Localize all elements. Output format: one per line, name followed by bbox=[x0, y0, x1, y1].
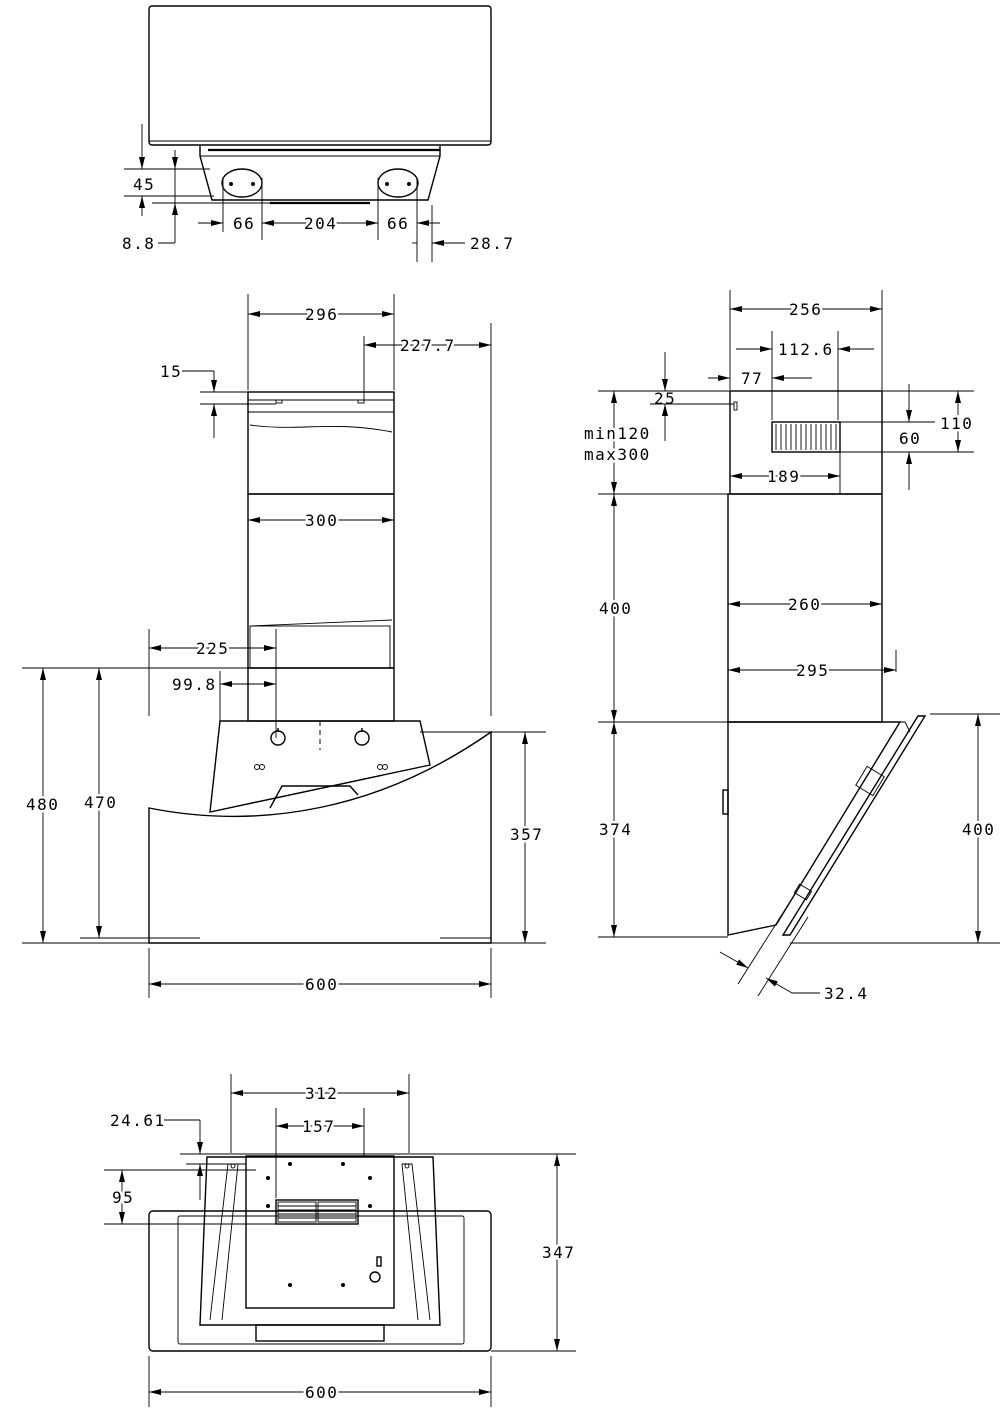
front-glass-panel bbox=[148, 730, 492, 944]
dim-bottom-overall-width: 600 bbox=[305, 1383, 338, 1402]
dim-front-chimney-offset: 227.7 bbox=[400, 336, 456, 355]
dim-front-bracket-height: 15 bbox=[160, 362, 182, 381]
dim-side-vent-height: 60 bbox=[899, 429, 921, 448]
dim-side-chimney-height: 400 bbox=[599, 599, 632, 618]
dim-side-vent-height-total: 110 bbox=[940, 414, 973, 433]
dim-side-top-offset: 25 bbox=[654, 389, 676, 408]
dim-front-overall-height: 480 bbox=[26, 795, 59, 814]
dim-top-side-offset: 28.7 bbox=[470, 234, 515, 253]
bottom-glass-panel bbox=[148, 1210, 492, 1352]
side-glass-panel bbox=[781, 715, 927, 936]
front-hood-body bbox=[209, 720, 431, 813]
side-view: 256 112.6 77 25 min120 max300 110 60 189… bbox=[582, 290, 1000, 1003]
front-upper-chimney bbox=[247, 391, 395, 495]
dim-side-vent-depth: 77 bbox=[741, 369, 763, 388]
dim-top-outlet-right: 66 bbox=[387, 214, 409, 233]
dim-bottom-total-depth: 347 bbox=[542, 1243, 575, 1262]
dim-top-front-offset: 8.8 bbox=[122, 234, 155, 253]
dim-side-vent-width: 189 bbox=[767, 467, 800, 486]
dim-side-lower-chimney-depth: 260 bbox=[788, 595, 821, 614]
dim-top-outlet-left: 66 bbox=[233, 214, 255, 233]
dim-front-body-height: 470 bbox=[84, 793, 117, 812]
dim-top-outlet-spacing: 204 bbox=[304, 214, 337, 233]
dim-front-chimney-width: 296 bbox=[305, 305, 338, 324]
top-view-body bbox=[199, 146, 441, 201]
dim-side-panel-height: 400 bbox=[962, 820, 995, 839]
dim-side-body-depth: 295 bbox=[796, 661, 829, 680]
top-view-glass-panel bbox=[148, 5, 492, 146]
dim-side-chimney-min: min120 bbox=[584, 424, 651, 443]
dim-side-chimney-max: max300 bbox=[584, 445, 651, 464]
dim-side-chimney-depth: 256 bbox=[789, 300, 822, 319]
dim-bottom-fan-depth: 95 bbox=[112, 1188, 134, 1207]
dim-side-body-height: 374 bbox=[599, 820, 632, 839]
dim-bottom-edge-offset: 24.61 bbox=[110, 1111, 166, 1130]
side-hood-body bbox=[727, 721, 902, 936]
dim-front-bracket-offset: 225 bbox=[196, 639, 229, 658]
dim-side-vent-offset: 112.6 bbox=[778, 340, 834, 359]
top-view: 45 8.8 66 204 66 28.7 bbox=[122, 5, 515, 262]
bottom-view: 312 157 24.61 95 347 600 bbox=[104, 1074, 576, 1407]
dim-front-hole-offset: 99.8 bbox=[172, 675, 217, 694]
outlet-right bbox=[377, 168, 419, 198]
dim-bottom-fan-width: 157 bbox=[302, 1117, 335, 1136]
bottom-fan-grille bbox=[275, 1199, 359, 1225]
dim-front-overall-width: 600 bbox=[305, 975, 338, 994]
dim-front-panel-height: 357 bbox=[510, 825, 543, 844]
bottom-motor-box bbox=[245, 1155, 395, 1309]
vent-slots bbox=[771, 421, 841, 453]
dim-top-depth-offset: 45 bbox=[133, 175, 155, 194]
front-view: 296 227.7 15 300 225 99.8 480 470 357 60… bbox=[22, 294, 546, 998]
dim-front-inner-chimney-width: 300 bbox=[305, 511, 338, 530]
dim-side-panel-thickness: 32.4 bbox=[824, 984, 869, 1003]
outlet-left bbox=[221, 168, 263, 198]
dim-bottom-motor-width: 312 bbox=[305, 1084, 338, 1103]
